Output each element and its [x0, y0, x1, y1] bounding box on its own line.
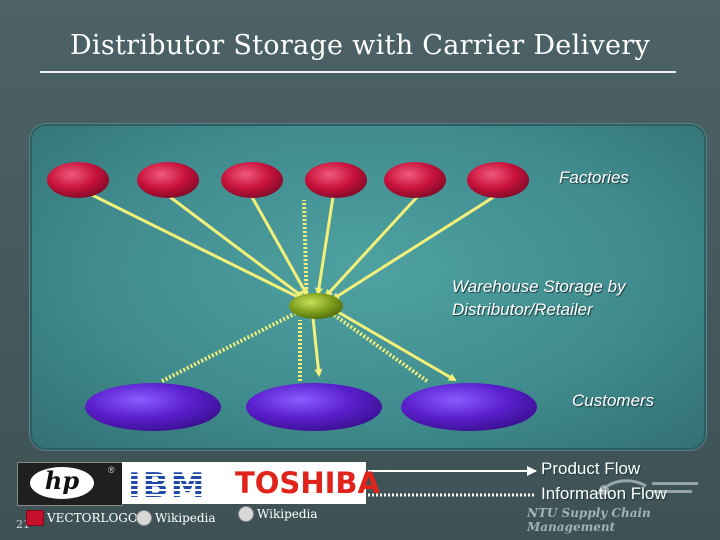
factory-node [221, 162, 283, 198]
page-title: Distributor Storage with Carrier Deliver… [69, 30, 651, 61]
toshiba-logo: TOSHIBA [235, 466, 380, 500]
hp-logo-text: hp [44, 466, 80, 495]
credit-wikipedia: Wikipedia [136, 510, 216, 526]
credit-wikipedia-text: Wikipedia [155, 511, 216, 525]
customer-node [246, 383, 382, 431]
customers-label: Customers [572, 391, 655, 410]
warehouse-label-line-1: Warehouse Storage by [452, 277, 626, 296]
customer-node [401, 383, 537, 431]
vectorlogo-icon [26, 510, 44, 526]
wikipedia-icon [238, 506, 254, 522]
product-flow-arrow-factory-5 [324, 194, 420, 298]
warehouse-label-line-2: Distributor/Retailer [452, 300, 593, 319]
hp-logo-oval [30, 467, 94, 499]
credit-wikipedia-2-text: Wikipedia [257, 507, 318, 521]
info-flow-line-customer-3 [328, 310, 429, 383]
factory-nodes [47, 162, 529, 198]
product-flow-arrow-factory-4 [314, 196, 335, 296]
product-flow-arrow-customer-2 [311, 317, 323, 377]
customer-node [85, 383, 221, 431]
information-flow-lines [161, 199, 429, 383]
product-flow-arrow-factory-6 [331, 191, 501, 301]
product-flow-arrow-customer-3 [337, 310, 457, 382]
legend-product-flow: Product Flow [541, 459, 641, 478]
factory-node [47, 162, 109, 198]
info-flow-line-to-factories [302, 199, 309, 314]
credit-vectorlogo: VECTORLOGO [26, 510, 138, 526]
credit-vectorlogo-text: VECTORLOGO [47, 511, 138, 525]
logo-strip [122, 462, 366, 504]
factory-node [137, 162, 199, 198]
course-title: NTU Supply Chain Management [527, 506, 651, 534]
product-flow-arrow-factory-1 [89, 192, 304, 301]
warehouse-node [289, 293, 343, 319]
info-flow-line-customer-1 [161, 311, 297, 383]
credit-wikipedia-2: Wikipedia [238, 506, 318, 522]
factory-node [384, 162, 446, 198]
factories-label: Factories [559, 168, 629, 187]
factory-node [305, 162, 367, 198]
product-flow-arrow-factory-2 [169, 195, 305, 299]
ibm-logo: IBM [128, 466, 207, 506]
registered-mark: ® [108, 465, 115, 475]
ntu-logo-icon [596, 479, 698, 496]
legend-arrows [368, 466, 537, 497]
wikipedia-icon [136, 510, 152, 526]
title-underline [40, 71, 676, 73]
product-flow-arrows [89, 191, 501, 382]
warehouse-label: Warehouse Storage by Distributor/Retaile… [452, 275, 626, 321]
customer-nodes [85, 383, 537, 431]
product-flow-arrow-factory-3 [250, 196, 309, 297]
hp-logo: hp ® [17, 462, 123, 506]
factory-node [467, 162, 529, 198]
